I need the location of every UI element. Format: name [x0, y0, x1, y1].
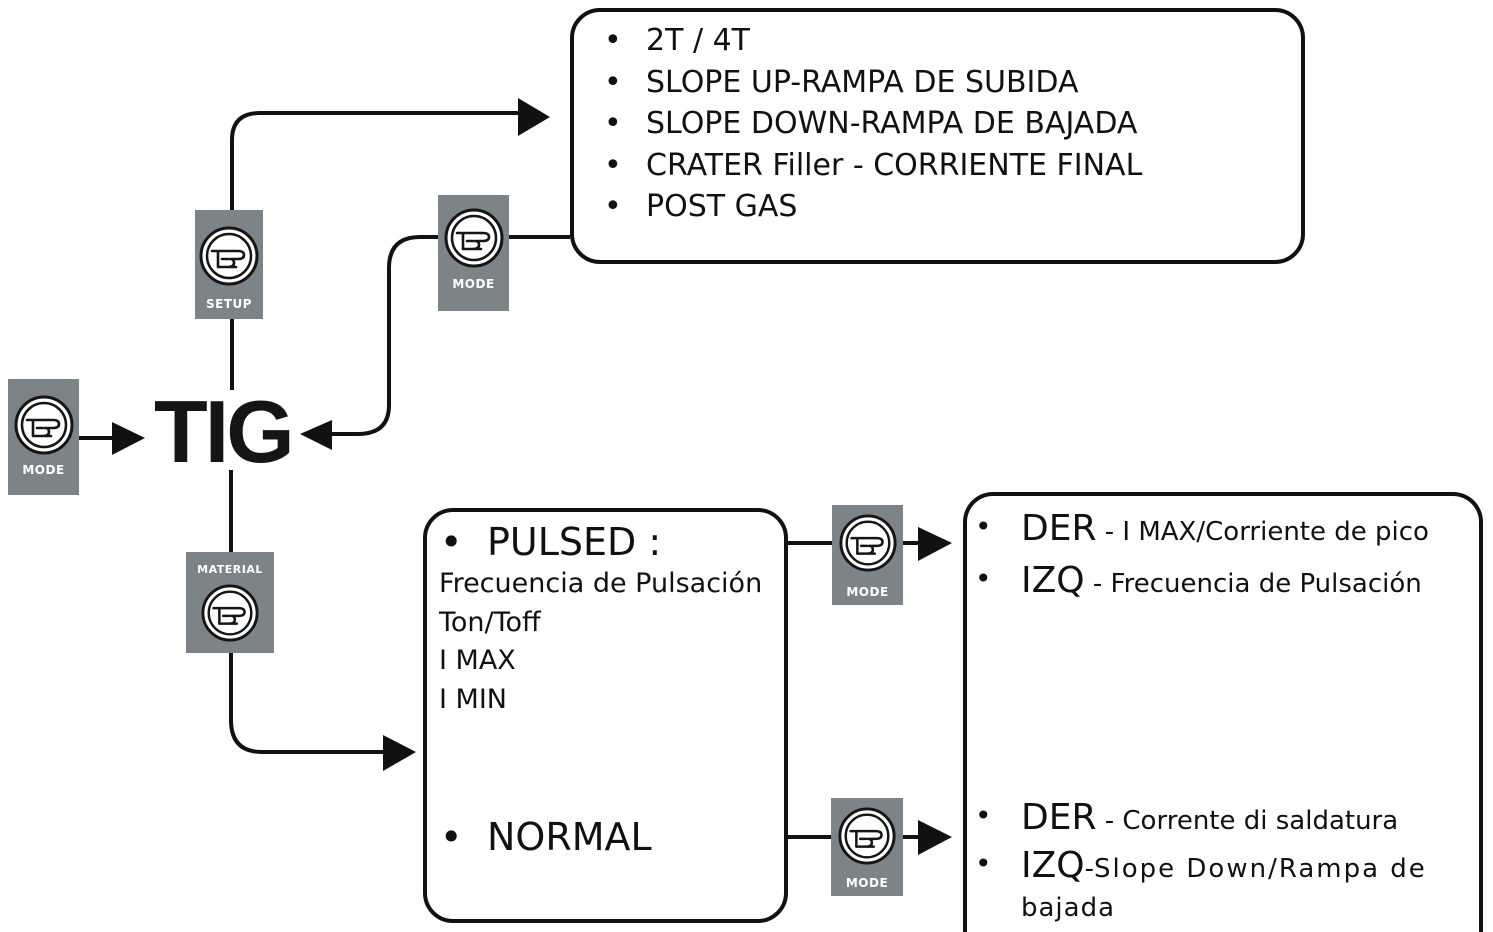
arrowhead-pulsed-result — [918, 527, 952, 561]
mode-button: MODE — [438, 195, 509, 311]
pulsed-label: PULSED : — [487, 520, 662, 564]
mode-button: MODE — [8, 379, 79, 495]
pulsed-param: I MAX — [439, 645, 516, 676]
bullet-icon: • — [440, 520, 463, 564]
mode-button-label: MODE — [22, 463, 65, 477]
setup-option: SLOPE DOWN-RAMPA DE BAJADA — [598, 103, 1142, 145]
pointing-hand-icon — [839, 514, 897, 572]
setup-to-tig-line — [330, 235, 570, 436]
pointing-hand-icon — [201, 584, 259, 642]
pointing-hand-icon — [838, 807, 896, 865]
knob-functions-box — [963, 492, 1483, 932]
normal-label: NORMAL — [487, 815, 652, 859]
pulsed-param: Ton/Toff — [439, 606, 541, 638]
izq-key: IZQ — [1021, 560, 1085, 601]
der-desc: Corrente di saldatura — [1122, 806, 1399, 836]
arrowhead-tig-entry — [112, 422, 145, 455]
setup-button-label: SETUP — [205, 297, 253, 311]
pointing-hand-icon — [199, 226, 259, 286]
pulsed-der-item: •DER - I MAX/Corriente de pico — [975, 508, 1429, 549]
bullet-icon: • — [975, 510, 992, 543]
der-desc: I MAX/Corriente de pico — [1122, 517, 1429, 547]
pointing-hand-icon — [14, 395, 74, 455]
der-key: DER — [1021, 508, 1097, 549]
mode-button: MODE — [832, 505, 903, 605]
pulsed-izq-item: •IZQ - Frecuencia de Pulsación — [975, 560, 1422, 601]
izq-desc: Frecuencia de Pulsación — [1110, 569, 1422, 599]
setup-option: CRATER Filler - CORRIENTE FINAL — [598, 145, 1142, 187]
setup-option: 2T / 4T — [598, 20, 1142, 62]
setup-button: SETUP — [195, 210, 263, 319]
izq-desc: Slope Down/Rampa de — [1094, 854, 1427, 884]
mode-button-label: MODE — [452, 277, 495, 291]
bullet-icon: • — [975, 799, 992, 832]
arrowhead-setup-box — [518, 98, 550, 136]
tig-to-material-line — [229, 470, 385, 754]
pulsed-param: Frecuencia de Pulsación — [439, 568, 763, 599]
arrowhead-material-box — [383, 735, 416, 771]
normal-izq-item: •IZQ-Slope Down/Rampa de — [975, 845, 1427, 886]
tig-to-setup-line — [230, 111, 520, 390]
pointing-hand-icon — [444, 208, 504, 268]
mode-button-label: MODE — [846, 585, 889, 599]
mode-button: MODE — [831, 798, 903, 896]
setup-option: SLOPE UP-RAMPA DE SUBIDA — [598, 62, 1142, 104]
tig-mode-title: TIG — [154, 382, 295, 481]
normal-option: • NORMAL — [440, 815, 652, 859]
normal-der-item: •DER - Corrente di saldatura — [975, 797, 1399, 838]
pulsed-params-list: Frecuencia de Pulsación Ton/Toff I MAX I… — [439, 565, 762, 719]
mode-button-label: MODE — [845, 876, 889, 890]
izq-key: IZQ — [1021, 845, 1085, 886]
der-key: DER — [1021, 797, 1097, 838]
material-button: MATERIAL — [186, 552, 274, 653]
bullet-icon: • — [975, 847, 992, 880]
material-button-label: MATERIAL — [197, 563, 263, 576]
setup-option: POST GAS — [598, 186, 1142, 228]
bullet-icon: • — [440, 815, 463, 859]
pulsed-param: I MIN — [439, 683, 508, 715]
bullet-icon: • — [975, 562, 992, 595]
setup-options-list: 2T / 4T SLOPE UP-RAMPA DE SUBIDA SLOPE D… — [598, 20, 1142, 228]
arrowhead-normal-result — [918, 820, 952, 855]
izq-desc-continuation: bajada — [1021, 893, 1116, 923]
arrowhead-tig-return — [300, 420, 332, 450]
material-box — [423, 508, 788, 923]
pulsed-option: • PULSED : — [440, 520, 661, 564]
